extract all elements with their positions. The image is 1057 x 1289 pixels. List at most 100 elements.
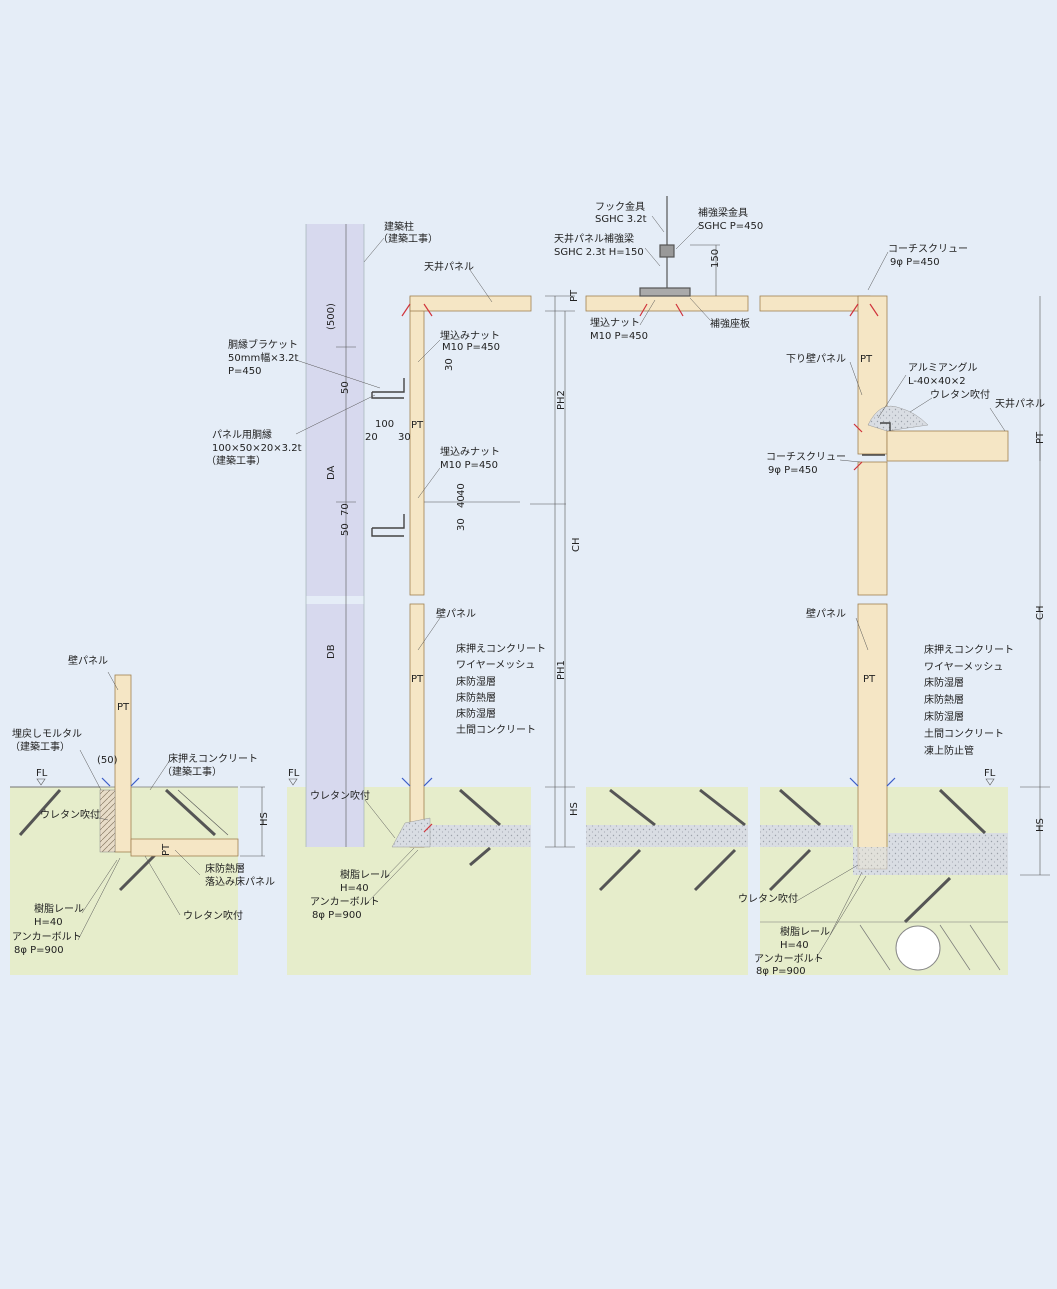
label-urethan-right-top: ウレタン吹付	[930, 388, 990, 401]
right-wall-panel-upper	[857, 461, 888, 596]
label-floor-layer-mid-0: 床押えコンクリート	[456, 642, 546, 655]
label-wall-panel-mid: 壁パネル	[436, 607, 476, 620]
label-resin-rail-left: 樹脂レール	[34, 902, 84, 915]
dim-pt-mid-a: PT	[411, 420, 424, 431]
label-wall-panel-left: 壁パネル	[68, 654, 108, 667]
label-floor-layer-right-0: 床押えコンクリート	[924, 643, 1014, 656]
label-panel-furring-note: （建築工事）	[206, 454, 266, 467]
label-floor-insulation: 床防熱層	[205, 862, 245, 875]
label-alum-angle-spec: L-40×40×2	[908, 376, 966, 387]
fl-markers	[10, 778, 995, 788]
label-anchor-bolt-mid: アンカーボルト	[310, 896, 380, 908]
label-resin-rail-mid: 樹脂レール	[340, 868, 390, 881]
label-mortar: 埋戻しモルタル	[12, 727, 82, 740]
dim-pt-right-b: PT	[863, 674, 876, 685]
left-wall-panel	[114, 674, 132, 853]
label-floor-layer-right-4: 床防湿層	[924, 710, 964, 723]
dim-ph2: PH2	[556, 390, 567, 410]
right-wall-panel-lower	[857, 603, 888, 870]
dim-150: 150	[710, 249, 721, 268]
building-column	[305, 224, 365, 847]
label-floor-layer-right-6: 凍上防止管	[924, 744, 974, 757]
dim-hs-mid: HS	[569, 802, 580, 816]
label-embedded-nut-2: 埋込みナット	[440, 446, 500, 458]
label-urethan-right: ウレタン吹付	[738, 892, 798, 905]
label-reinforce-hardware: 補強梁金具	[698, 206, 748, 219]
label-bracket-pitch: P=450	[228, 366, 262, 377]
label-embedded-nut-3-spec: M10 P=450	[590, 331, 648, 342]
dim-50-left: (50)	[97, 755, 118, 766]
label-bracket: 胴縁ブラケット	[228, 338, 298, 351]
right-base-pit	[853, 847, 888, 875]
dim-hs-right: HS	[1035, 818, 1046, 832]
hook-hardware	[639, 196, 691, 297]
dim-70: 70	[340, 503, 351, 516]
label-ceiling-reinforce: 天井パネル補強梁	[554, 232, 634, 245]
dim-100: 100	[375, 419, 394, 430]
dim-pt-right-c: PT	[1035, 431, 1046, 444]
center-ceiling-panel	[585, 295, 749, 312]
label-recessed-floor-panel: 落込み床パネル	[205, 875, 275, 888]
dim-fl-right: FL	[984, 768, 996, 779]
label-ceiling-panel-2: 天井パネル	[995, 397, 1045, 410]
soil-mid	[287, 787, 531, 975]
dim-50-b: 50	[340, 523, 351, 536]
mid-urethan	[391, 817, 431, 848]
dim-ch-mid: CH	[571, 537, 582, 552]
dim-pt-left-floor: PT	[161, 843, 172, 856]
label-floor-layer-mid-1: ワイヤーメッシュ	[456, 660, 535, 671]
label-resin-rail-mid-h: H=40	[340, 883, 369, 894]
dimension-lines	[240, 224, 1050, 876]
label-floor-layer-mid-2: 床防湿層	[456, 675, 496, 688]
label-hanging-wall: 下り壁パネル	[786, 352, 846, 365]
label-urethan-left-2: ウレタン吹付	[183, 909, 243, 922]
frost-pipe	[895, 925, 941, 971]
label-panel-furring-spec: 100×50×20×3.2t	[212, 443, 302, 454]
dim-pt-right-a: PT	[860, 354, 873, 365]
dim-30-b: 30	[444, 358, 455, 371]
panels	[114, 295, 1009, 870]
label-embedded-nut-1: 埋込みナット	[440, 330, 500, 342]
dim-20: 20	[365, 432, 378, 443]
dim-500: (500)	[326, 303, 337, 330]
label-hook: フック金具	[595, 200, 645, 213]
label-floor-layer-mid-3: 床防熱層	[456, 691, 496, 704]
right-ceiling-panel	[886, 430, 1009, 462]
label-wall-panel-right: 壁パネル	[806, 607, 846, 620]
label-reinforce-plate: 補強座板	[710, 317, 750, 330]
text-labels: 建築柱 （建築工事） 天井パネル 胴縁ブラケット 50mm幅×3.2t P=45…	[10, 200, 1045, 977]
label-embedded-nut-1-spec: M10 P=450	[442, 342, 500, 353]
dim-pt-left: PT	[117, 702, 130, 713]
right-urethan-top	[867, 405, 929, 432]
right-hanging-wall	[857, 295, 888, 455]
label-coach-screw-1-spec: 9φ P=450	[890, 257, 940, 268]
dim-fl-left: FL	[36, 768, 48, 779]
label-hook-spec: SGHC 3.2t	[595, 214, 647, 225]
dim-hs-left: HS	[259, 812, 270, 826]
label-resin-rail-right: 樹脂レール	[780, 925, 830, 938]
label-mortar-note: （建築工事）	[10, 740, 70, 753]
label-reinforce-hardware-spec: SGHC P=450	[698, 221, 763, 232]
label-anchor-bolt-left-spec: 8φ P=900	[14, 945, 64, 956]
mid-ceiling-panel	[409, 295, 532, 312]
dim-40-a: 40	[456, 483, 467, 496]
label-ceiling-panel-1: 天井パネル	[424, 260, 474, 273]
mid-wall-panel-upper	[409, 296, 425, 596]
dim-fl-mid: FL	[288, 768, 300, 779]
dim-30-c: 30	[456, 518, 467, 531]
label-floor-layer-right-2: 床防湿層	[924, 676, 964, 689]
mid-wall-panel-lower	[409, 603, 425, 848]
label-panel-furring: パネル用胴縁	[212, 428, 272, 441]
label-embedded-nut-3: 埋込ナット	[590, 317, 640, 329]
dim-da: DA	[326, 465, 337, 480]
dim-pt-mid-b: PT	[411, 674, 424, 685]
markers	[101, 303, 896, 833]
label-floor-layer-mid-4: 床防湿層	[456, 707, 496, 720]
label-building-column: 建築柱	[384, 220, 414, 233]
label-floor-concrete-left-note: （建築工事）	[162, 765, 222, 778]
brackets	[371, 378, 891, 537]
label-urethan-left: ウレタン吹付	[40, 808, 100, 821]
label-anchor-bolt-left: アンカーボルト	[12, 931, 82, 943]
left-mortar	[99, 789, 116, 853]
